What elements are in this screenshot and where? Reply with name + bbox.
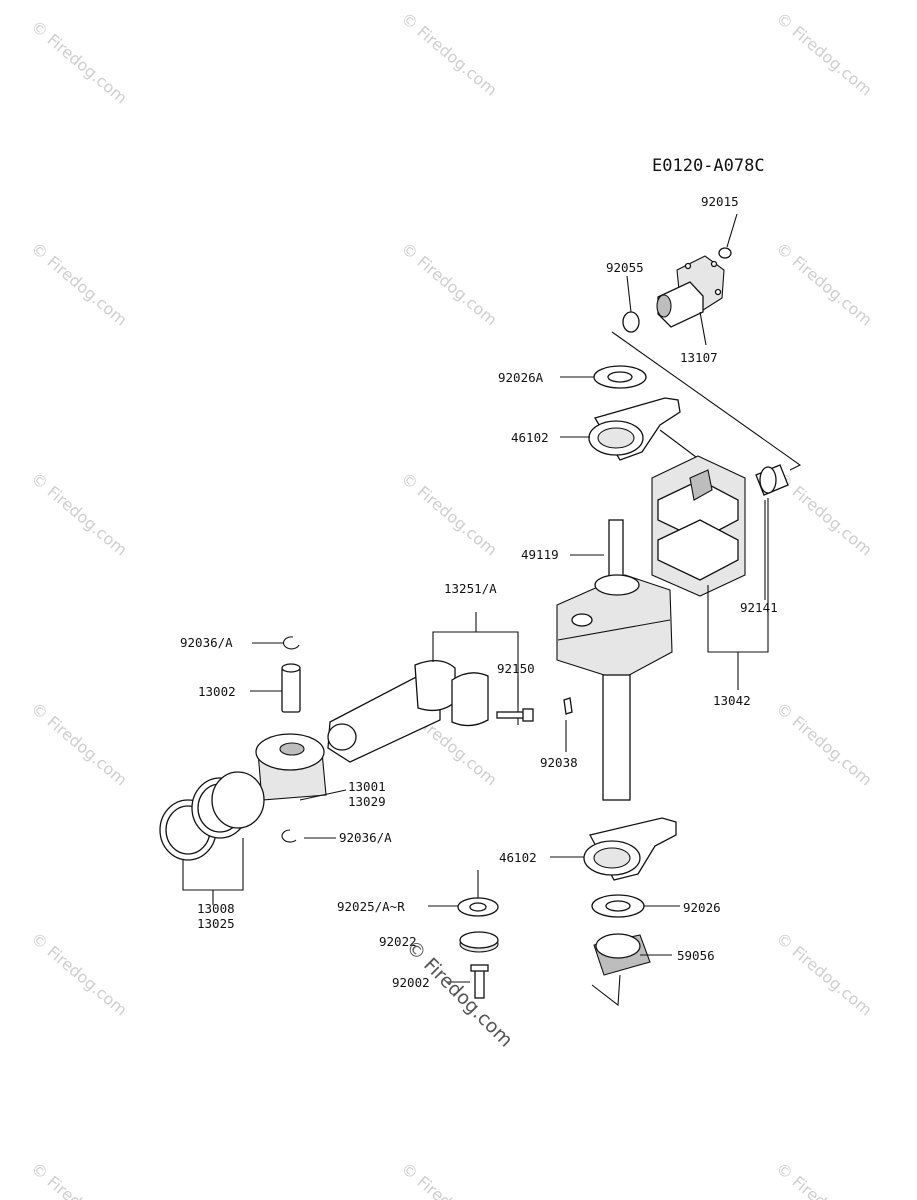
part-13107 [656,255,725,328]
part-92150 [496,708,534,722]
part-46102-top [588,397,681,461]
watermark: © Firedog.com [27,929,130,1020]
watermark: © Firedog.com [772,929,875,1020]
part-13001 [255,733,327,801]
part-13002 [281,663,301,713]
part-46102-bottom [583,817,677,881]
label-92026: 92026 [683,900,721,915]
watermark: © Firedog.com [772,469,875,560]
part-59056 [593,933,651,976]
label-92036A-bottom: 92036/A [339,830,392,845]
watermark: © Firedog.com [397,1159,500,1200]
label-49119: 49119 [521,547,559,562]
label-13042: 13042 [713,693,751,708]
label-13001: 13001 [348,779,386,794]
part-92015 [718,247,732,259]
label-92150: 92150 [497,661,535,676]
part-92022 [459,931,499,953]
part-13042 [651,455,746,597]
label-92055: 92055 [606,260,644,275]
part-13008 [159,771,265,861]
part-92055 [622,311,640,333]
label-13008: 13008 [197,901,235,916]
watermark: © Firedog.com [27,17,130,108]
label-92036A-top: 92036/A [180,635,233,650]
label-92002: 92002 [392,975,430,990]
label-92026A: 92026A [498,370,544,385]
watermark: © Firedog.com [772,699,875,790]
watermark: © Firedog.com [27,1159,130,1200]
watermark: © Firedog.com [397,9,500,100]
part-92036A-bottom [281,829,297,843]
part-13251A [327,660,489,763]
watermark: © Firedog.com [27,469,130,560]
label-92141: 92141 [740,600,778,615]
label-13025: 13025 [197,916,235,931]
part-92038 [563,697,573,715]
label-59056: 59056 [677,948,715,963]
part-49119 [556,519,673,801]
part-92036A-top [282,636,300,650]
diagram-code: E0120-A078C [652,156,765,176]
label-13251A: 13251/A [444,581,497,596]
watermark: © Firedog.com [397,469,500,560]
watermark: © Firedog.com [27,239,130,330]
watermark: © Firedog.com [772,1159,875,1200]
label-46102-top: 46102 [511,430,549,445]
center-watermark: © Firedog.com [401,936,516,1051]
label-13002: 13002 [198,684,236,699]
label-92022: 92022 [379,934,417,949]
label-13107: 13107 [680,350,718,365]
label-13029: 13029 [348,794,386,809]
watermark: © Firedog.com [397,239,500,330]
part-92141 [755,464,789,496]
watermark: © Firedog.com [27,699,130,790]
label-92038: 92038 [540,755,578,770]
label-92025AR: 92025/A~R [337,899,405,914]
watermark: © Firedog.com [772,9,875,100]
part-92002 [470,964,489,999]
label-92015: 92015 [701,194,739,209]
label-46102-bottom: 46102 [499,850,537,865]
watermark: © Firedog.com [772,239,875,330]
